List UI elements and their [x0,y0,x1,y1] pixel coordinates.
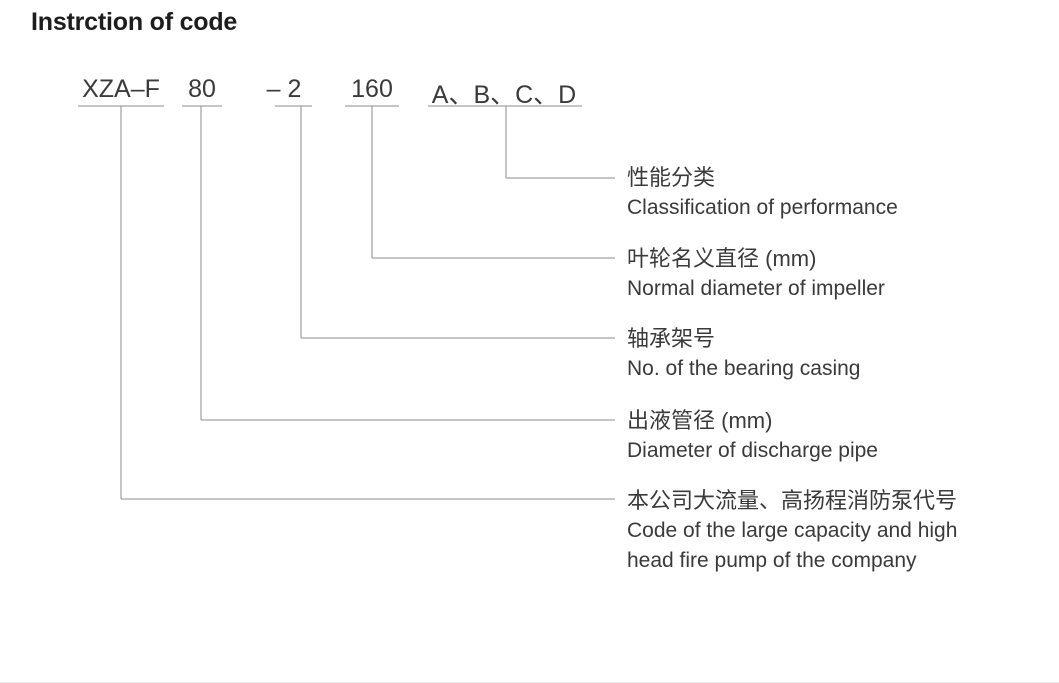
code-segment-prefix: XZA–F [82,75,160,103]
label-prefix-en-line-1: Code of the large capacity and high [627,519,958,542]
label-prefix: 本公司大流量、高扬程消防泵代号 Code of the large capacit… [627,486,957,576]
code-segment-bearing-no: – 2 [266,75,302,103]
code-segment-discharge-size: 80 [188,75,216,103]
label-discharge-cn: 出液管径 (mm) [627,408,773,433]
label-bearing-cn: 轴承架号 [627,326,716,351]
page-title: Instrction of code [31,8,238,36]
label-prefix-en-line-2: head fire pump of the company [627,549,917,572]
code-segment-performance: A、B、C、D [431,81,577,109]
label-performance: 性能分类 Classification of performance [627,163,898,223]
label-bearing-en-line-1: No. of the bearing casing [627,357,861,380]
label-impeller-en-line-1: Normal diameter of impeller [627,277,885,300]
label-discharge: 出液管径 (mm) Diameter of discharge pipe [627,406,878,466]
label-prefix-cn: 本公司大流量、高扬程消防泵代号 [627,488,958,513]
label-performance-cn: 性能分类 [627,165,716,190]
label-bearing: 轴承架号 No. of the bearing casing [627,324,860,384]
label-discharge-en-line-1: Diameter of discharge pipe [627,439,878,462]
label-impeller-cn: 叶轮名义直径 (mm) [627,246,817,271]
label-performance-en-line-1: Classification of performance [627,196,898,219]
code-segment-impeller-dia: 160 [351,75,393,103]
label-impeller: 叶轮名义直径 (mm) Normal diameter of impeller [627,244,885,304]
